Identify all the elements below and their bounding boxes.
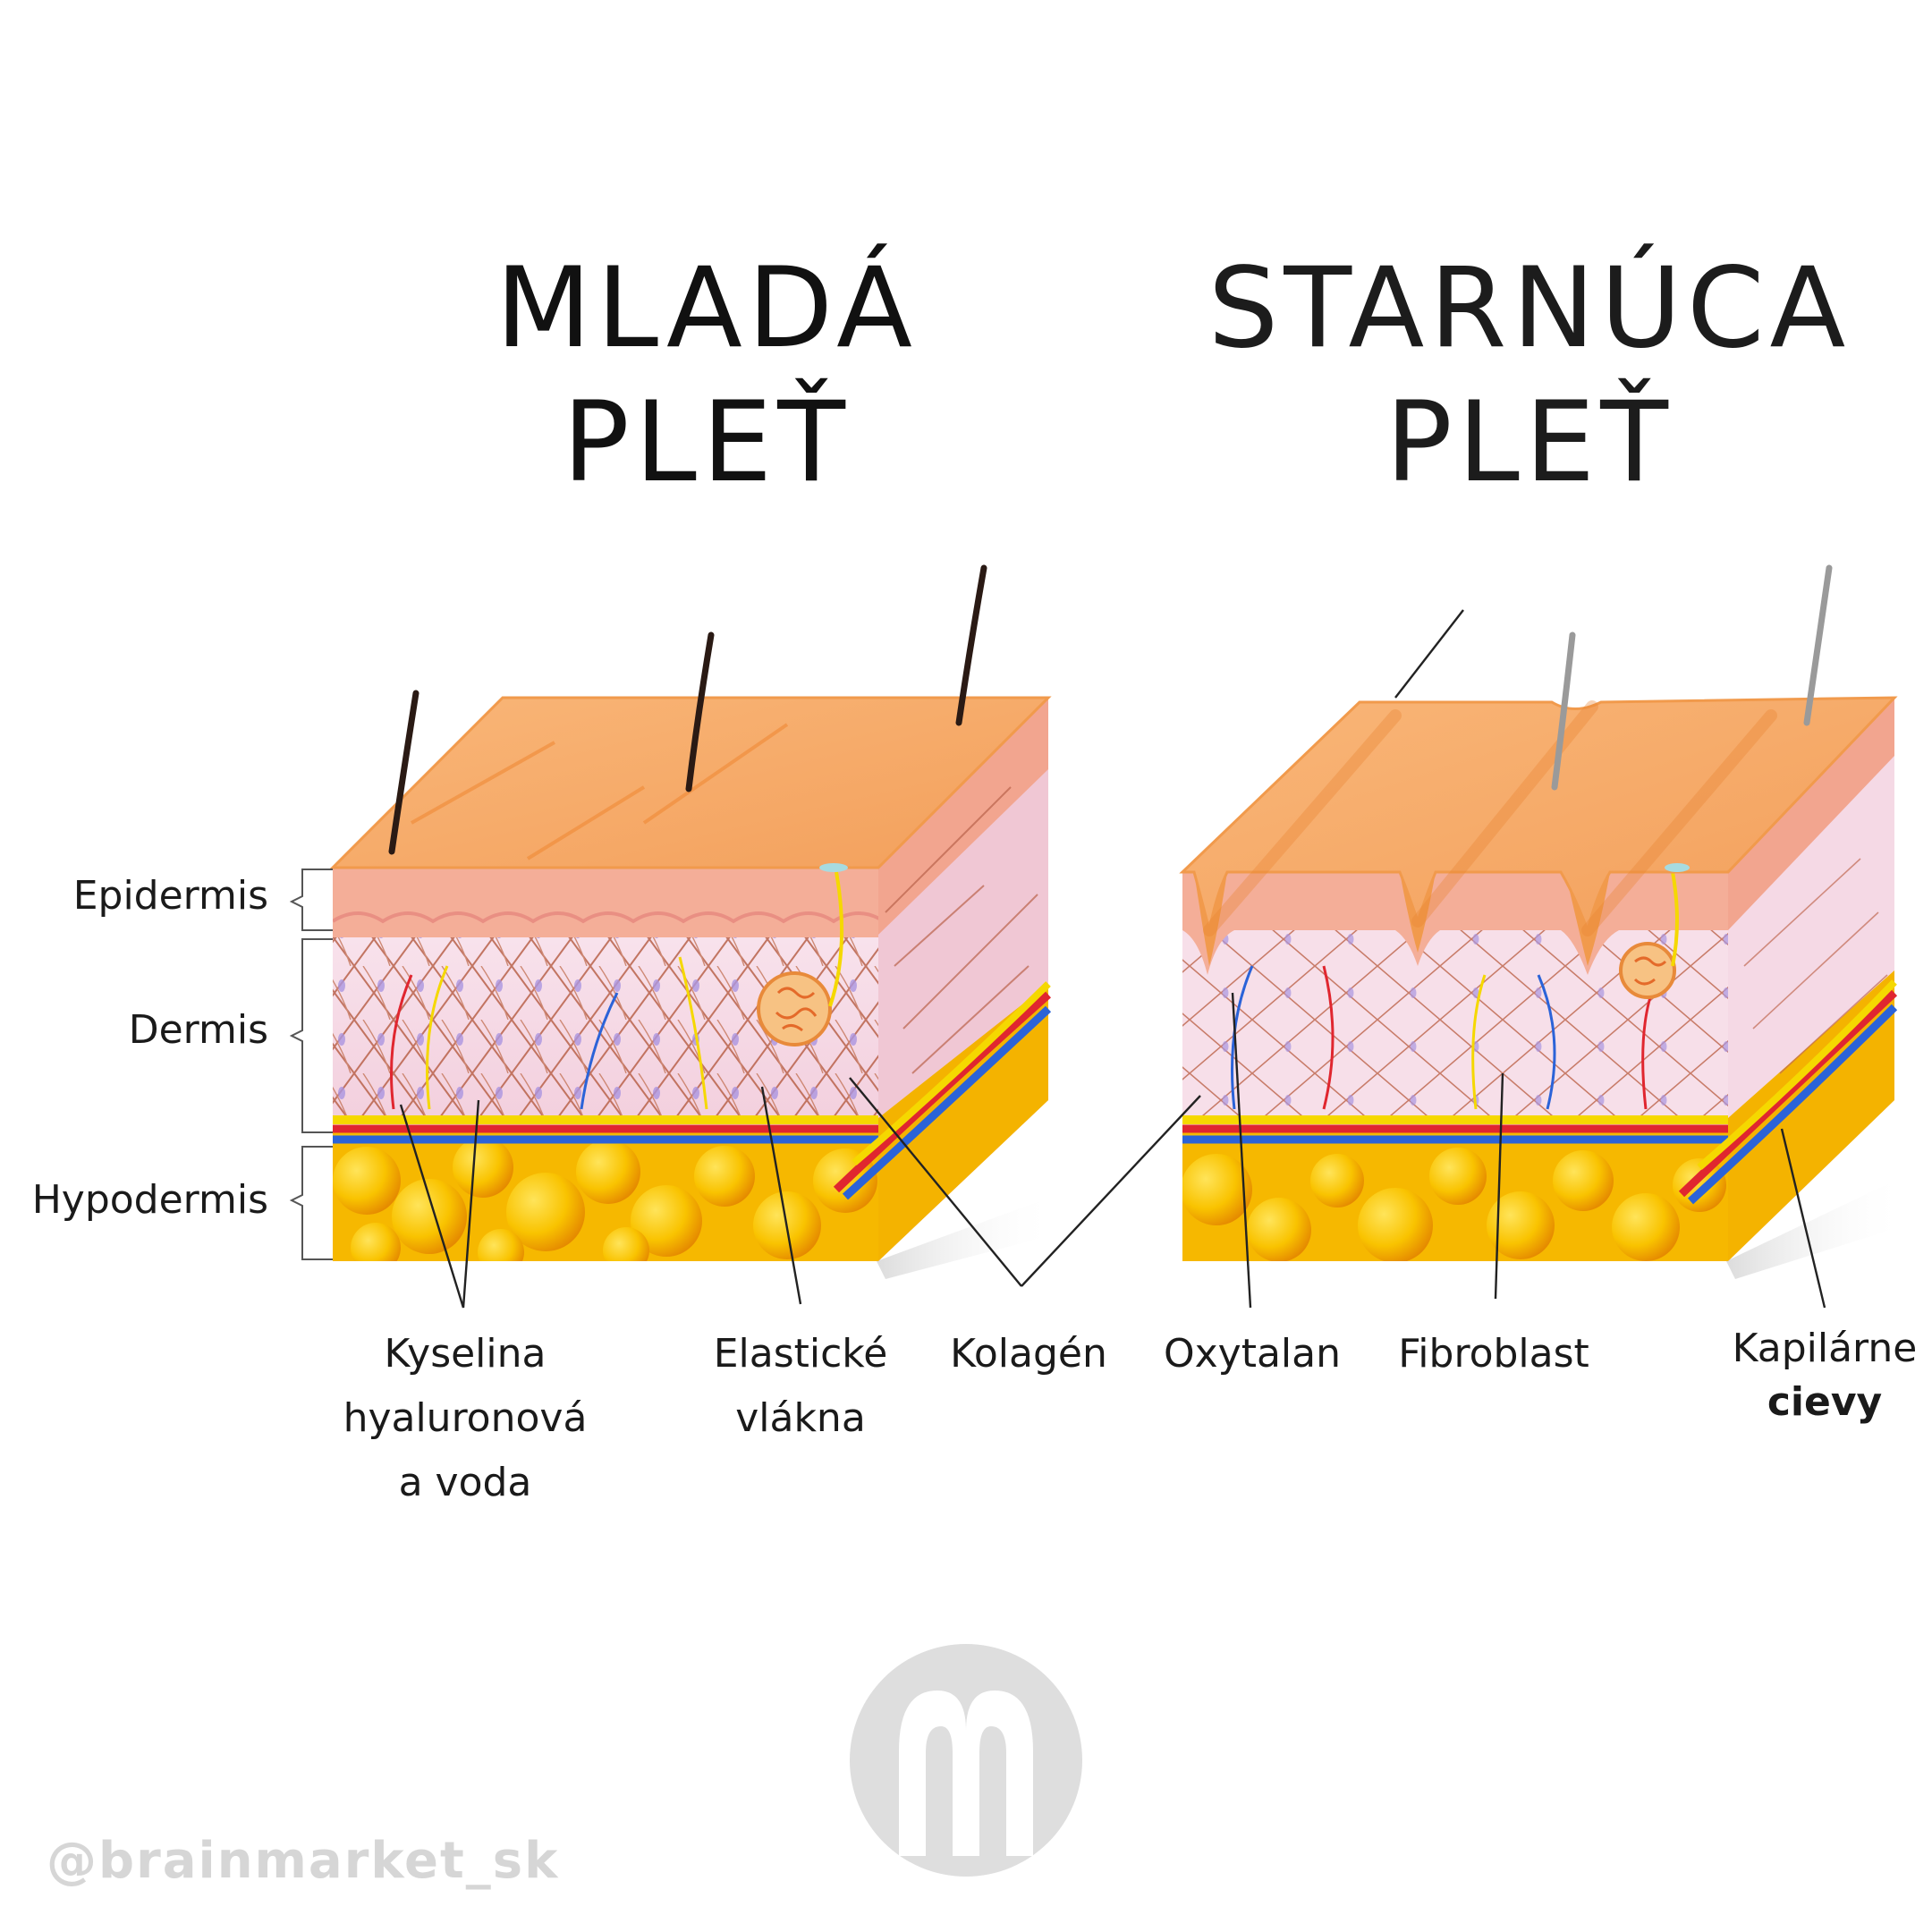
young-epidermis	[333, 868, 878, 937]
label-elastic-line-2: vlákna	[735, 1395, 866, 1441]
line-collagen	[849, 1077, 1201, 1287]
label-fibroblast-line-1: Fibroblast	[1398, 1331, 1589, 1377]
watermark-handle: @brainmarket_sk	[47, 1832, 560, 1890]
label-hyaluronic-line-1: Kyselina	[384, 1331, 547, 1377]
young-shadow	[877, 1199, 1055, 1279]
bracket-hypodermis	[289, 1146, 333, 1260]
label-fibroblast: Fibroblast	[1377, 1322, 1610, 1386]
young-skin-block	[329, 564, 1055, 1279]
label-hyaluronic-line-3: a voda	[398, 1460, 532, 1505]
label-oxytalan: Oxytalan	[1145, 1322, 1360, 1386]
line-wrinkle	[1394, 609, 1464, 699]
brand-logo	[850, 1644, 1082, 1877]
label-collagen-line-1: Kolagén	[950, 1331, 1107, 1377]
bracket-dermis	[289, 938, 333, 1133]
aging-side-epidermis	[1728, 698, 1894, 930]
label-collagen: Kolagén	[930, 1322, 1127, 1386]
young-hair-3	[955, 564, 987, 726]
title-aging-skin: STARNÚCA PLEŤ	[1163, 242, 1896, 510]
title-young-line-2: PLEŤ	[563, 378, 851, 507]
label-hypodermis: Hypodermis	[31, 1177, 268, 1223]
aging-hair-2	[1803, 564, 1833, 726]
aging-top-face	[1179, 696, 1898, 936]
bracket-epidermis	[289, 869, 333, 931]
label-elastic-fibers: Elastické vlákna	[689, 1322, 912, 1451]
label-dermis: Dermis	[128, 1007, 268, 1053]
line-capillaries	[1780, 1128, 1826, 1309]
line-fibroblast	[1494, 1072, 1504, 1300]
young-gland	[757, 971, 832, 1046]
label-epidermis: Epidermis	[72, 873, 268, 919]
title-aging-line-1: STARNÚCA	[1208, 244, 1852, 373]
aging-skin-block	[1179, 564, 1905, 1279]
label-capillaries-line-1: Kapilárne	[1732, 1326, 1918, 1371]
label-elastic-line-1: Elastické	[713, 1331, 888, 1377]
callout-lines	[399, 609, 1826, 1309]
label-oxytalan-line-1: Oxytalan	[1164, 1331, 1341, 1377]
title-aging-line-2: PLEŤ	[1385, 378, 1674, 507]
young-fat-cells	[333, 1137, 877, 1261]
aging-gland	[1619, 942, 1676, 999]
label-capillaries-line-2: cievy	[1767, 1379, 1883, 1425]
young-side-epidermis	[878, 698, 1048, 935]
layer-brackets	[289, 869, 333, 1260]
young-hair-1	[388, 690, 419, 855]
title-young-line-1: MLADÁ	[496, 244, 918, 373]
title-young-skin: MLADÁ PLEŤ	[447, 242, 966, 510]
label-hyaluronic-acid: Kyselina hyaluronová a voda	[322, 1322, 608, 1515]
young-hair-2	[685, 631, 715, 792]
label-capillaries: Kapilárne cievy	[1717, 1322, 1932, 1429]
label-hyaluronic-line-2: hyaluronová	[343, 1395, 588, 1441]
line-elastic	[760, 1086, 802, 1305]
aging-hair-1	[1551, 631, 1576, 791]
line-hyaluronic	[399, 1099, 480, 1309]
aging-fat-cells	[1182, 1148, 1726, 1261]
line-oxytalan	[1231, 992, 1252, 1309]
